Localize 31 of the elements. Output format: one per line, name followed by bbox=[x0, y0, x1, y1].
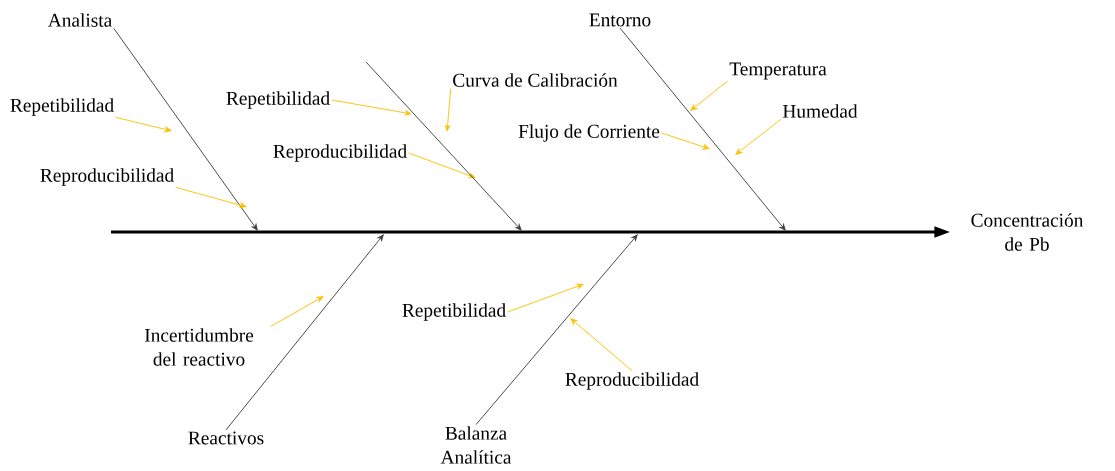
bone-arrow bbox=[225, 234, 384, 431]
cause-label: Curva de Calibración bbox=[453, 73, 618, 87]
cause-label: Repetibilidad bbox=[402, 303, 506, 321]
bone-arrow bbox=[475, 234, 638, 426]
leader-arrow bbox=[408, 152, 476, 179]
cause-label: Temperatura bbox=[729, 62, 827, 80]
leader-arrow bbox=[115, 116, 172, 133]
cause-label: Reproducibilidad bbox=[273, 144, 407, 162]
leader-arrow bbox=[175, 186, 247, 208]
bone-arrow bbox=[619, 27, 786, 231]
cause-label: Analista bbox=[48, 13, 112, 27]
cause-label: Repetibilidad bbox=[10, 98, 114, 116]
leader-arrow bbox=[444, 87, 452, 132]
cause-label: Reproducibilidad bbox=[40, 168, 174, 186]
cause-label: Balanza Analítica bbox=[440, 426, 512, 464]
cause-label: Reproducibilidad bbox=[565, 372, 699, 390]
cause-label: Entorno bbox=[589, 13, 651, 27]
leader-arrow bbox=[270, 296, 324, 328]
leader-arrow bbox=[690, 80, 729, 111]
cause-label: Repetibilidad bbox=[226, 91, 330, 109]
leader-arrow bbox=[331, 99, 412, 116]
cause-label: Incertidumbre del reactivo bbox=[144, 328, 254, 366]
effect-label: Concentración de Pb bbox=[971, 213, 1084, 251]
leader-arrow bbox=[507, 283, 584, 313]
bone-arrow bbox=[113, 27, 258, 231]
cause-label: Humedad bbox=[783, 104, 858, 118]
leader-arrow bbox=[661, 132, 710, 150]
cause-label: Flujo de Corriente bbox=[518, 124, 660, 142]
cause-label: Reactivos bbox=[188, 431, 264, 445]
leader-arrow bbox=[570, 318, 633, 372]
leader-arrow bbox=[735, 118, 782, 155]
